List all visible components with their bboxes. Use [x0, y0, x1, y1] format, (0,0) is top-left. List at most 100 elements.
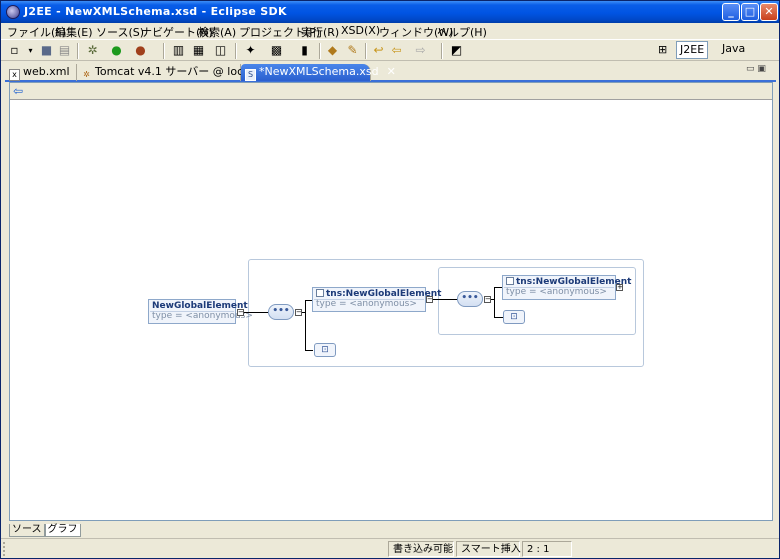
element-separator	[150, 311, 234, 312]
toolbar-separator	[365, 43, 367, 59]
root-element-box[interactable]: NewGlobalElement type = <anonymous>	[148, 299, 253, 324]
element-ref-icon	[506, 277, 514, 285]
connector-line	[302, 312, 306, 313]
close-window-button[interactable]: ✕	[760, 3, 778, 21]
expand-toggle[interactable]: +	[616, 283, 623, 291]
run-icon[interactable]: ●	[111, 43, 122, 57]
sequence-compositor[interactable]: •••	[268, 304, 294, 320]
perspective-java-label: Java	[722, 42, 746, 55]
menu-help[interactable]: ヘルプ(H)	[437, 26, 487, 39]
collapse-toggle[interactable]: −	[426, 295, 433, 303]
tab-label: Tomcat v4.1 サーバー @ localhost	[95, 65, 277, 78]
connector-line	[244, 312, 268, 313]
grandchild-element-box[interactable]: tns:NewGlobalElement type = <anonymous>	[502, 275, 631, 300]
perspective-j2ee[interactable]: J2EE	[676, 41, 709, 59]
back-arrow-icon[interactable]: ⇦	[13, 84, 24, 98]
collapse-toggle[interactable]: −	[295, 308, 302, 316]
maximize-button[interactable]: □	[741, 3, 759, 21]
root-element-type: type = <anonymous>	[152, 311, 253, 321]
connector-line	[494, 317, 503, 318]
tab-graph[interactable]: グラフ	[44, 524, 81, 537]
status-grip	[3, 542, 9, 556]
grandchild-element-type: type = <anonymous>	[506, 287, 607, 297]
menu-edit[interactable]: 編集(E)	[55, 26, 93, 39]
tab-tomcat-server[interactable]: ✲ Tomcat v4.1 サーバー @ localhost	[77, 64, 277, 81]
attribute-group-icon[interactable]: ⊡	[314, 343, 336, 357]
child-element-box[interactable]: tns:NewGlobalElement type = <anonymous>	[312, 287, 441, 312]
title-bar[interactable]: J2EE - NewXMLSchema.xsd - Eclipse SDK _ …	[1, 1, 779, 23]
open-perspective-icon[interactable]: ⊞	[658, 43, 668, 56]
menu-navigate[interactable]: ナビゲート(N)	[141, 26, 213, 39]
menu-source[interactable]: ソース(S)	[96, 26, 145, 39]
status-writable: 書き込み可能	[388, 541, 454, 557]
root-element-name: NewGlobalElement	[152, 301, 248, 311]
new-icon[interactable]: ▫	[10, 43, 19, 57]
next-annotation-icon[interactable]: ↩	[373, 43, 384, 57]
menu-bar: ファイル(F) 編集(E) ソース(S) ナビゲート(N) 検索(A) プロジェ…	[1, 23, 779, 39]
tomcat-icon: ✲	[83, 70, 90, 79]
forward-icon[interactable]: ⇨	[415, 43, 426, 57]
menu-project[interactable]: プロジェクト(P)	[239, 26, 321, 39]
child-element-label: tns:NewGlobalElement	[326, 289, 442, 299]
perspective-j2ee-label: J2EE	[680, 43, 705, 56]
graph-canvas[interactable]: NewGlobalElement type = <anonymous> − ••…	[10, 101, 772, 520]
open-type-icon[interactable]: ◫	[214, 43, 227, 57]
sequence-compositor[interactable]: •••	[457, 291, 483, 307]
menu-file[interactable]: ファイル(F)	[7, 26, 66, 39]
pin-icon[interactable]: ✎	[347, 43, 358, 57]
editor-nav-strip: ⇦	[10, 83, 772, 100]
external-tools-icon[interactable]: ●	[135, 43, 146, 57]
new-server-icon[interactable]: ▦	[192, 43, 205, 57]
status-insert-mode: スマート挿入	[456, 541, 521, 557]
connector-line	[494, 287, 503, 288]
tab-label: *NewXMLSchema.xsd	[259, 65, 379, 78]
save-icon[interactable]: ■	[40, 43, 53, 57]
toolbar-separator	[163, 43, 165, 59]
new-dropdown-icon[interactable]: ▾	[28, 46, 33, 55]
connector-line	[305, 300, 306, 350]
eclipse-icon	[6, 5, 20, 19]
toolbar-separator	[441, 43, 443, 59]
debug-icon[interactable]: ✲	[87, 43, 98, 57]
tab-view-controls[interactable]: ▭ ▣	[746, 64, 766, 74]
collapse-toggle[interactable]: −	[237, 308, 244, 316]
schema-graph-editor: ⇦ NewGlobalElement type = <anonymous> − …	[9, 82, 773, 521]
minimize-button[interactable]: _	[722, 3, 740, 21]
tab-close-button[interactable]: ✕	[386, 65, 396, 78]
open-folder-icon[interactable]: ◆	[327, 43, 338, 57]
menu-run[interactable]: 実行(R)	[301, 26, 340, 39]
grandchild-element-label: tns:NewGlobalElement	[516, 277, 632, 287]
connector-line	[494, 287, 495, 317]
attribute-group-icon[interactable]: ⊡	[503, 310, 525, 324]
element-separator	[314, 299, 424, 300]
task-icon[interactable]: ▮	[301, 43, 308, 57]
element-ref-icon	[316, 289, 324, 297]
connector-line	[305, 300, 313, 301]
child-element-name: tns:NewGlobalElement	[316, 289, 441, 299]
last-edit-icon[interactable]: ◩	[450, 43, 463, 57]
back-icon[interactable]: ⇦	[391, 43, 402, 57]
new-project-icon[interactable]: ▥	[172, 43, 185, 57]
connector-line	[433, 299, 458, 300]
perspective-java[interactable]: Java	[719, 41, 748, 59]
print-icon[interactable]: ▤	[58, 43, 71, 57]
xml-file-icon: x	[9, 69, 20, 81]
collapse-toggle[interactable]: −	[484, 295, 491, 303]
open-resource-icon[interactable]: ✦	[245, 43, 256, 57]
grandchild-element-name: tns:NewGlobalElement	[506, 277, 631, 287]
tab-source[interactable]: ソース	[9, 524, 45, 537]
menu-search[interactable]: 検索(A)	[198, 26, 237, 39]
search-icon[interactable]: ▩	[270, 43, 283, 57]
toolbar-separator	[77, 43, 79, 59]
menu-xsd[interactable]: XSD(X)	[341, 24, 381, 37]
editor-page-tabs: ソースグラフ	[9, 522, 81, 537]
status-cursor-position: 2 : 1	[522, 541, 572, 557]
toolbar-separator	[319, 43, 321, 59]
connector-line	[491, 299, 495, 300]
connector-line	[305, 350, 313, 351]
tab-newxmlschema[interactable]: S*NewXMLSchema.xsd✕	[241, 64, 396, 81]
menu-window[interactable]: ウィンドウ(W)	[379, 26, 454, 39]
